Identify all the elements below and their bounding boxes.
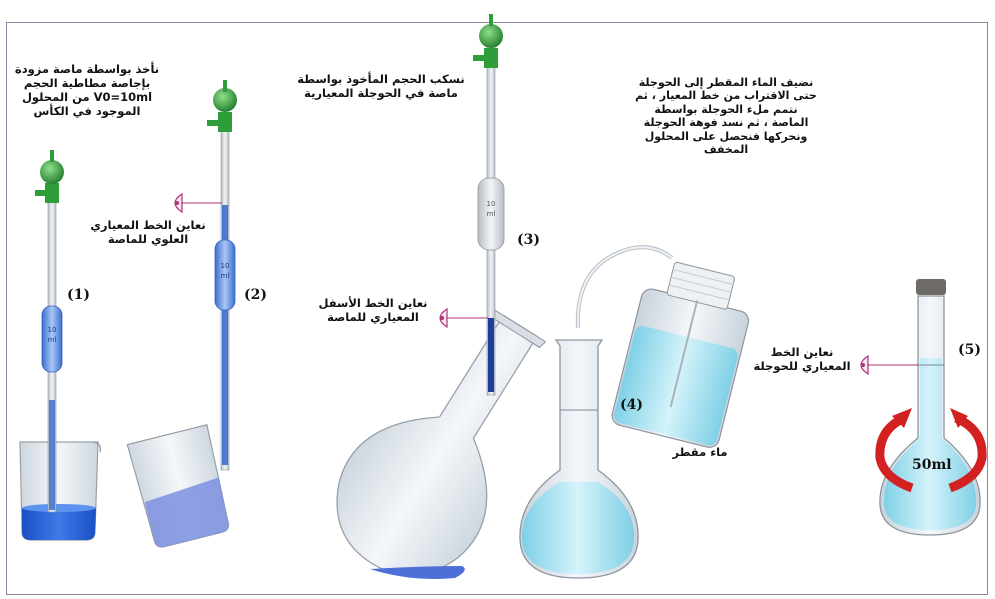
eye-icon: [440, 309, 447, 327]
eye-icon: [861, 356, 868, 374]
svg-text:ml: ml: [221, 272, 230, 280]
step1-instruction: نأخذ بواسطة ماصة مزودة بإجاصة مطاطية الح…: [12, 62, 162, 118]
flask-volume-label: 50ml: [912, 457, 952, 473]
svg-text:ml: ml: [48, 336, 57, 344]
step1-number: (1): [67, 287, 90, 303]
step2-instruction: نعاين الخط المعياري العلوي للماصة: [86, 218, 210, 246]
step3-mark-instruction: نعاين الخط الأسفل المعياري للماصة: [316, 296, 430, 324]
step3-number: (3): [517, 232, 540, 248]
svg-text:ml: ml: [487, 210, 496, 218]
step2-apparatus: 10 ml: [127, 80, 237, 549]
eye-icon: [175, 194, 182, 212]
step5-apparatus: [866, 279, 980, 535]
step4-instruction: نضيف الماء المقطر إلى الحوجلة حتى الاقتر…: [628, 76, 824, 156]
step3-instruction: نسكب الحجم المأخوذ بواسطة ماصة في الحوجل…: [296, 72, 466, 100]
svg-text:10: 10: [487, 200, 496, 208]
step5-instruction: نعاين الخط المعياري للحوجلة: [748, 345, 856, 373]
svg-text:10: 10: [221, 262, 230, 270]
distilled-water-label: ماء مقطر: [665, 445, 735, 459]
step2-number: (2): [244, 287, 267, 303]
step5-number: (5): [958, 342, 981, 358]
step4-number: (4): [620, 397, 643, 413]
step1-apparatus: 10 ml: [20, 150, 100, 540]
svg-text:10: 10: [48, 326, 57, 334]
